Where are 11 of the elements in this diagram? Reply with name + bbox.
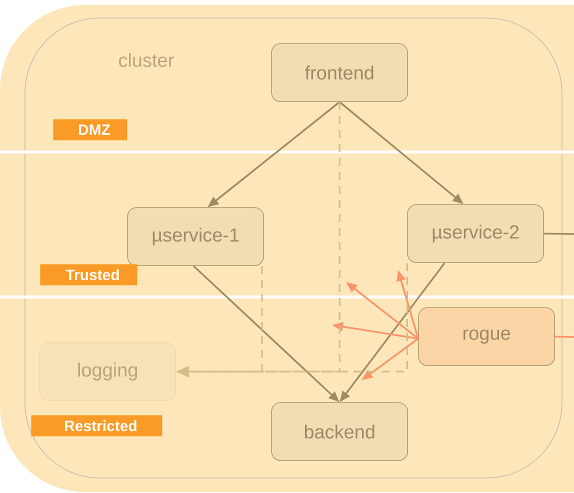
service-box: rogue xyxy=(418,307,555,366)
zone-tag: Restricted xyxy=(31,415,162,436)
service-box: µservice-1 xyxy=(127,207,264,266)
service-box: backend xyxy=(271,402,408,461)
service-box: µservice-2 xyxy=(407,204,544,263)
zone-tag: Trusted xyxy=(40,264,138,286)
service-box: logging xyxy=(39,342,176,401)
cluster-label: cluster xyxy=(119,53,174,67)
cluster-box xyxy=(24,18,562,478)
service-box: frontend xyxy=(271,43,408,102)
zone-tag: DMZ xyxy=(53,119,128,140)
